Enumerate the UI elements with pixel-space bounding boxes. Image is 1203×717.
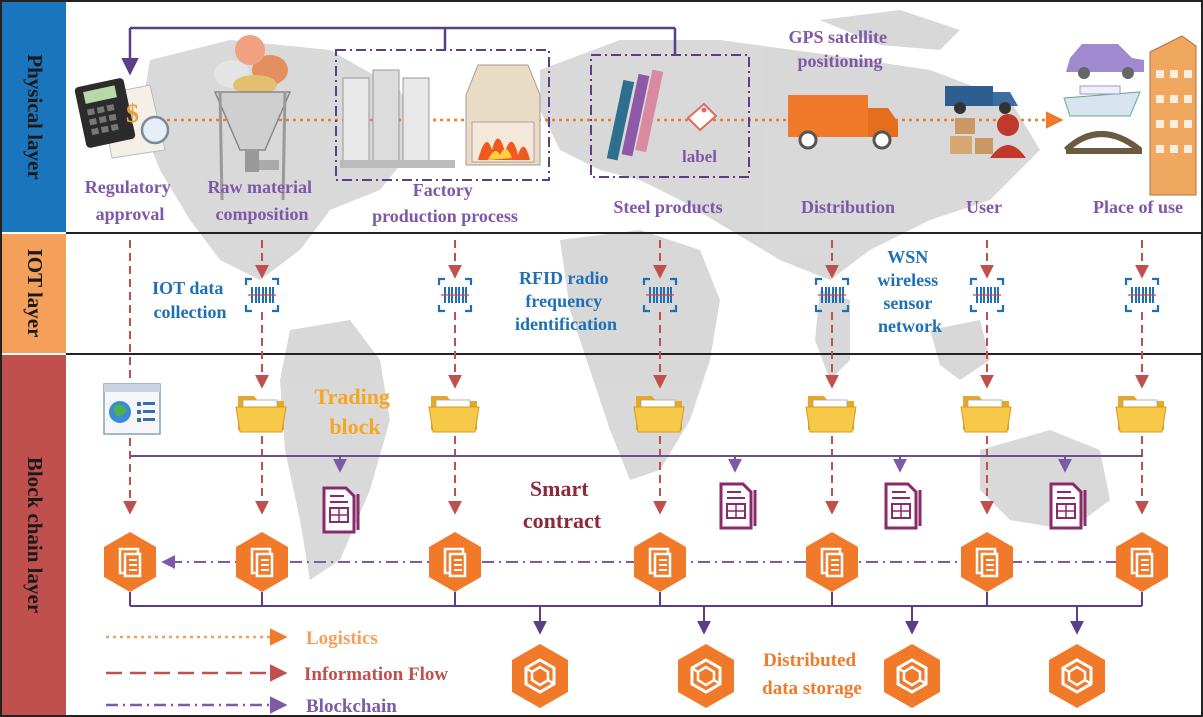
physical-layer-label: Physical layer — [23, 54, 47, 179]
wsn-label: WSN wireless sensor network — [877, 247, 942, 336]
distributed-storage-node-icon — [676, 642, 736, 710]
furnace-icon — [465, 64, 541, 166]
label-tag-icon — [686, 102, 718, 132]
blockchain-layer-label: Block chain layer — [23, 457, 47, 613]
label-tag-text: label — [682, 147, 717, 166]
folder-icon — [1115, 395, 1167, 433]
delivery-truck-icon — [788, 95, 898, 150]
stage-label-place-of-use: Place of use — [1093, 197, 1183, 217]
browser-window-icon — [103, 383, 161, 435]
raw-material-hopper-icon — [213, 35, 292, 201]
iot-layer-label: IOT layer — [23, 249, 47, 338]
stage-label-user: User — [966, 197, 1002, 217]
rfid-label: RFID radio frequency identification — [515, 268, 617, 334]
rfid-scanner-icon — [437, 277, 473, 313]
smart-contract-icon — [719, 482, 757, 530]
distributed-storage-node-icon — [882, 642, 942, 710]
distributed-storage-node-icon — [1047, 642, 1107, 710]
stage-label-steel-products: Steel products — [613, 197, 722, 217]
blockchain-node-icon — [959, 530, 1015, 594]
folder-icon — [235, 395, 287, 433]
blockchain-node-icon — [804, 530, 860, 594]
legend-blockchain-text: Blockchain — [306, 696, 397, 717]
rfid-scanner-icon — [1124, 277, 1160, 313]
regulatory-feedback-connector — [121, 26, 677, 76]
blockchain-node-icon — [427, 530, 483, 594]
trading-block-bus — [130, 455, 1142, 473]
user-icon — [945, 86, 1026, 158]
calculator-icon: $ — [74, 78, 170, 159]
blockchain-node-icon — [632, 530, 688, 594]
steel-silo-icon — [340, 69, 455, 168]
distributed-storage-node-icon — [510, 642, 570, 710]
distributed-storage-label: Distributed data storage — [762, 650, 862, 699]
smart-contract-icon — [322, 486, 360, 534]
trading-block-label: Trading block — [315, 384, 396, 439]
information-flow-arrows — [123, 240, 1149, 515]
smart-contract-icon — [1049, 482, 1087, 530]
stage-label-distribution: Distribution — [801, 197, 895, 217]
rfid-scanner-icon — [969, 277, 1005, 313]
place-of-use-icon — [1063, 35, 1197, 196]
legend: Logistics Information Flow Blockchain — [106, 628, 448, 717]
steel-bars-icon — [606, 69, 664, 161]
gps-positioning-label: GPS satellite positioning — [789, 27, 892, 71]
blockchain-layer-bar — [2, 355, 66, 715]
smart-contract-icon — [884, 482, 922, 530]
stage-label-raw-material: Raw material composition — [208, 177, 317, 224]
folder-icon — [805, 395, 857, 433]
storage-bus — [129, 592, 1143, 635]
svg-text:$: $ — [126, 99, 139, 128]
legend-information-flow-text: Information Flow — [304, 664, 448, 685]
iot-data-collection-label: IOT data collection — [152, 278, 228, 322]
folder-icon — [633, 395, 685, 433]
blockchain-node-icon — [1114, 530, 1170, 594]
rfid-scanner-icon — [244, 277, 280, 313]
physical-layer-bar — [2, 2, 66, 232]
stage-label-regulatory-approval: Regulatory approval — [85, 177, 175, 224]
folder-icon — [428, 395, 480, 433]
stage-label-factory: Factory production process — [372, 180, 518, 226]
folder-icon — [960, 395, 1012, 433]
iot-layer-bar — [2, 234, 66, 353]
smart-contract-label: Smart contract — [523, 476, 602, 533]
blockchain-node-icon — [102, 530, 158, 594]
factory-process-box — [335, 49, 550, 181]
legend-logistics-text: Logistics — [306, 628, 378, 649]
blockchain-node-icon — [234, 530, 290, 594]
